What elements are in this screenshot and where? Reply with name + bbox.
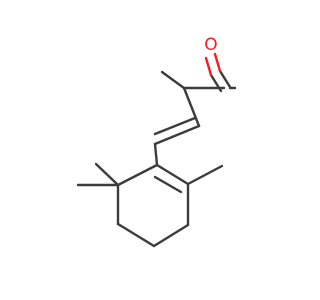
bond-ring-methyl <box>186 164 224 186</box>
bond-ring-c6-c1-inner <box>153 175 183 194</box>
bond-ring-c6-c1 <box>155 163 190 186</box>
bond-ring-c1-c2 <box>116 163 159 187</box>
bond-alpha-c-beta-c <box>182 86 201 128</box>
bond-vinyl-ring <box>153 142 159 167</box>
oxygen-atom-label: O <box>204 35 217 55</box>
bond-ring-c4-c5 <box>152 223 190 248</box>
bond-gem-methyl-1 <box>94 162 120 187</box>
bond-alkene-double <box>153 124 201 146</box>
bond-aldehyde-c-o-oxygen-half <box>213 52 222 73</box>
bond-alkene-double-inner <box>153 116 197 136</box>
structure-diagram: O <box>76 35 237 248</box>
bond-alpha-c-methyl <box>160 70 186 90</box>
bond-ring-c3-c4 <box>116 222 156 248</box>
bond-aldehyde-c-o-carbon-half <box>218 69 232 89</box>
bond-aldehyde-c-o-oxygen-half-2 <box>204 56 213 77</box>
